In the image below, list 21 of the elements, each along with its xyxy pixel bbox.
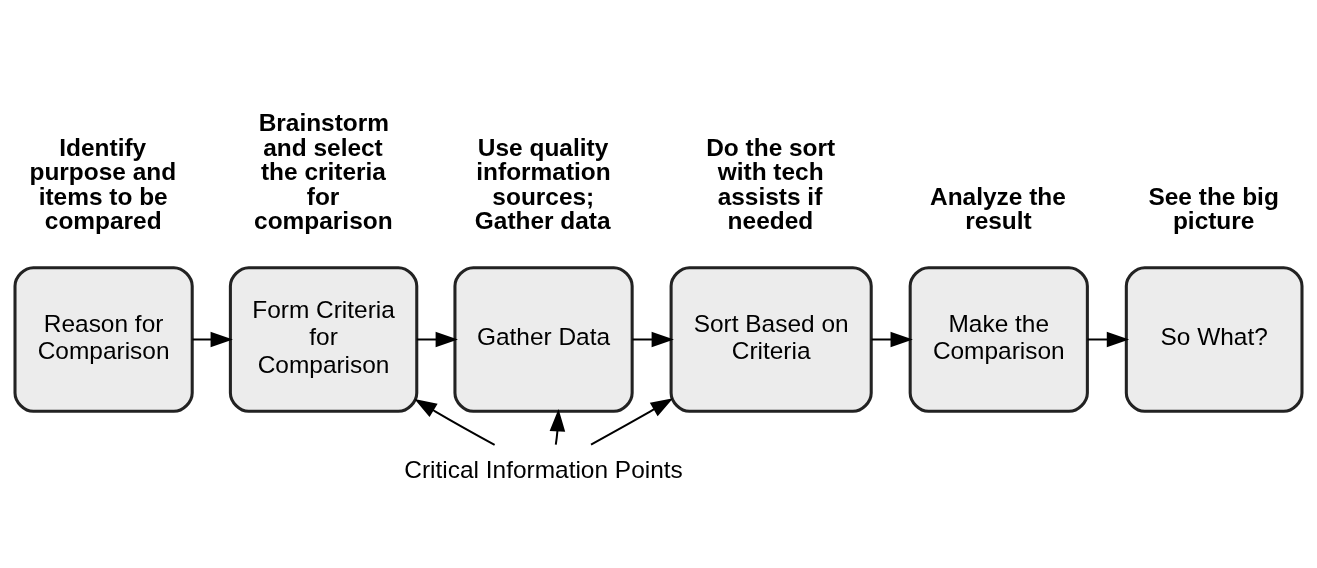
node-label: Identify purpose and items to be compared [29,133,177,234]
arrow [549,408,566,446]
arrow [414,398,496,446]
node-label: Analyze the result [930,182,1066,234]
node-box: So What? [1124,265,1304,413]
node-text: Critical Information Points [404,455,683,483]
node-label: Do the sort with tech assists if needed [706,133,836,234]
node-box: Reason for Comparison [13,265,194,413]
arrow [191,331,233,347]
node-box: Sort Based on Criteria [669,265,873,413]
node-box: Form Criteria for Comparison [228,265,419,413]
arrow [870,331,913,347]
arrow [631,331,674,347]
node-label: Brainstorm and select the criteria for comparison [254,108,393,234]
arrow [415,331,458,347]
node-label: See the big picture [1148,182,1279,234]
node-label: Use quality information sources; Gather data [474,133,611,234]
node-box: Gather Data [453,265,634,413]
arrow [1086,331,1130,347]
node-box: Make the Comparison [908,265,1089,413]
arrow [590,397,674,446]
